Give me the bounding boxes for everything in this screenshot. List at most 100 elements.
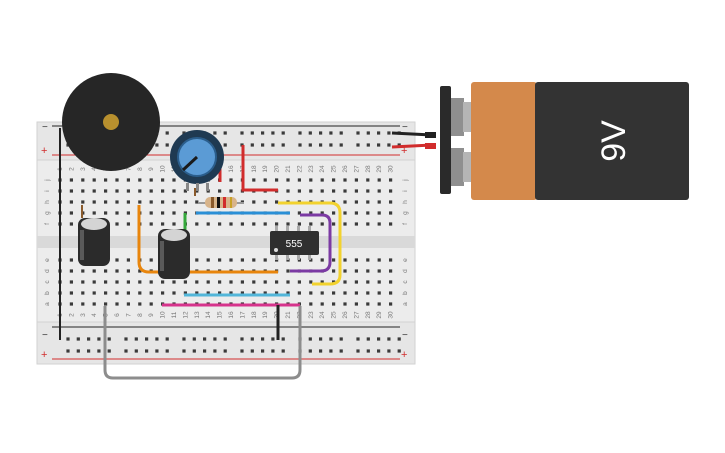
breadboard-hole[interactable] xyxy=(354,222,358,226)
breadboard-hole[interactable] xyxy=(281,143,285,147)
breadboard-hole[interactable] xyxy=(195,291,199,295)
breadboard-hole[interactable] xyxy=(81,178,85,182)
breadboard-hole[interactable] xyxy=(149,280,153,284)
breadboard-hole[interactable] xyxy=(366,280,370,284)
breadboard-hole[interactable] xyxy=(138,189,142,193)
breadboard-hole[interactable] xyxy=(377,280,381,284)
breadboard-hole[interactable] xyxy=(377,211,381,215)
capacitor-right[interactable] xyxy=(158,229,190,279)
breadboard-hole[interactable] xyxy=(155,143,159,147)
breadboard-hole[interactable] xyxy=(339,349,343,353)
breadboard-hole[interactable] xyxy=(223,143,227,147)
breadboard-hole[interactable] xyxy=(356,131,360,135)
battery-9v[interactable]: 9V xyxy=(391,82,689,200)
breadboard-hole[interactable] xyxy=(183,280,187,284)
breadboard-hole[interactable] xyxy=(126,189,130,193)
breadboard-hole[interactable] xyxy=(377,200,381,204)
breadboard-hole[interactable] xyxy=(240,349,244,353)
breadboard-hole[interactable] xyxy=(354,302,358,306)
breadboard-hole[interactable] xyxy=(366,258,370,262)
breadboard-hole[interactable] xyxy=(172,200,176,204)
breadboard-hole[interactable] xyxy=(389,178,393,182)
breadboard-hole[interactable] xyxy=(192,337,196,341)
breadboard-hole[interactable] xyxy=(92,291,96,295)
breadboard-hole[interactable] xyxy=(104,280,108,284)
breadboard-hole[interactable] xyxy=(81,291,85,295)
ic-555[interactable]: 555 xyxy=(270,226,319,260)
breadboard-hole[interactable] xyxy=(366,291,370,295)
breadboard-hole[interactable] xyxy=(263,291,267,295)
breadboard-hole[interactable] xyxy=(297,291,301,295)
breadboard-hole[interactable] xyxy=(138,280,142,284)
breadboard-hole[interactable] xyxy=(66,349,70,353)
breadboard-hole[interactable] xyxy=(281,131,285,135)
breadboard-hole[interactable] xyxy=(195,200,199,204)
breadboard-hole[interactable] xyxy=(366,211,370,215)
breadboard-hole[interactable] xyxy=(155,337,159,341)
potentiometer[interactable] xyxy=(170,130,224,191)
breadboard-hole[interactable] xyxy=(320,189,324,193)
breadboard-hole[interactable] xyxy=(76,349,80,353)
breadboard-hole[interactable] xyxy=(250,349,254,353)
breadboard-hole[interactable] xyxy=(389,222,393,226)
breadboard-hole[interactable] xyxy=(377,131,381,135)
breadboard-hole[interactable] xyxy=(126,258,130,262)
breadboard-hole[interactable] xyxy=(356,337,360,341)
breadboard-hole[interactable] xyxy=(354,200,358,204)
breadboard-hole[interactable] xyxy=(377,337,381,341)
breadboard-hole[interactable] xyxy=(389,291,393,295)
breadboard-hole[interactable] xyxy=(126,280,130,284)
breadboard-hole[interactable] xyxy=(126,302,130,306)
breadboard-hole[interactable] xyxy=(297,189,301,193)
breadboard-hole[interactable] xyxy=(252,280,256,284)
breadboard-hole[interactable] xyxy=(366,200,370,204)
breadboard-hole[interactable] xyxy=(126,269,130,273)
wire-red[interactable] xyxy=(241,145,278,192)
breadboard-hole[interactable] xyxy=(206,280,210,284)
breadboard-hole[interactable] xyxy=(161,280,165,284)
breadboard-hole[interactable] xyxy=(138,291,142,295)
breadboard-hole[interactable] xyxy=(286,178,290,182)
breadboard-hole[interactable] xyxy=(126,222,130,226)
breadboard-hole[interactable] xyxy=(229,178,233,182)
breadboard-hole[interactable] xyxy=(332,291,336,295)
breadboard-hole[interactable] xyxy=(377,302,381,306)
breadboard-hole[interactable] xyxy=(218,258,222,262)
breadboard-hole[interactable] xyxy=(377,178,381,182)
breadboard-hole[interactable] xyxy=(389,269,393,273)
breadboard-hole[interactable] xyxy=(286,189,290,193)
breadboard-hole[interactable] xyxy=(332,222,336,226)
breadboard-hole[interactable] xyxy=(240,131,244,135)
breadboard-hole[interactable] xyxy=(183,189,187,193)
breadboard-hole[interactable] xyxy=(97,337,101,341)
wire-gray[interactable] xyxy=(103,306,302,380)
breadboard-hole[interactable] xyxy=(320,280,324,284)
breadboard-hole[interactable] xyxy=(104,302,108,306)
breadboard-hole[interactable] xyxy=(192,349,196,353)
breadboard-hole[interactable] xyxy=(387,143,391,147)
breadboard-hole[interactable] xyxy=(366,269,370,273)
breadboard-hole[interactable] xyxy=(92,189,96,193)
breadboard-hole[interactable] xyxy=(389,258,393,262)
breadboard-hole[interactable] xyxy=(308,131,312,135)
breadboard-hole[interactable] xyxy=(172,189,176,193)
breadboard-hole[interactable] xyxy=(126,291,130,295)
breadboard-hole[interactable] xyxy=(263,258,267,262)
breadboard-hole[interactable] xyxy=(286,291,290,295)
breadboard-hole[interactable] xyxy=(397,349,401,353)
breadboard-hole[interactable] xyxy=(329,337,333,341)
breadboard-hole[interactable] xyxy=(69,302,73,306)
breadboard-hole[interactable] xyxy=(115,291,119,295)
breadboard-hole[interactable] xyxy=(309,280,313,284)
breadboard-hole[interactable] xyxy=(206,291,210,295)
breadboard-hole[interactable] xyxy=(92,280,96,284)
breadboard-hole[interactable] xyxy=(149,178,153,182)
breadboard-hole[interactable] xyxy=(69,211,73,215)
breadboard-hole[interactable] xyxy=(66,337,70,341)
breadboard-hole[interactable] xyxy=(149,258,153,262)
breadboard-hole[interactable] xyxy=(354,258,358,262)
breadboard-hole[interactable] xyxy=(213,337,217,341)
breadboard-hole[interactable] xyxy=(213,349,217,353)
breadboard-hole[interactable] xyxy=(69,222,73,226)
breadboard-hole[interactable] xyxy=(329,131,333,135)
